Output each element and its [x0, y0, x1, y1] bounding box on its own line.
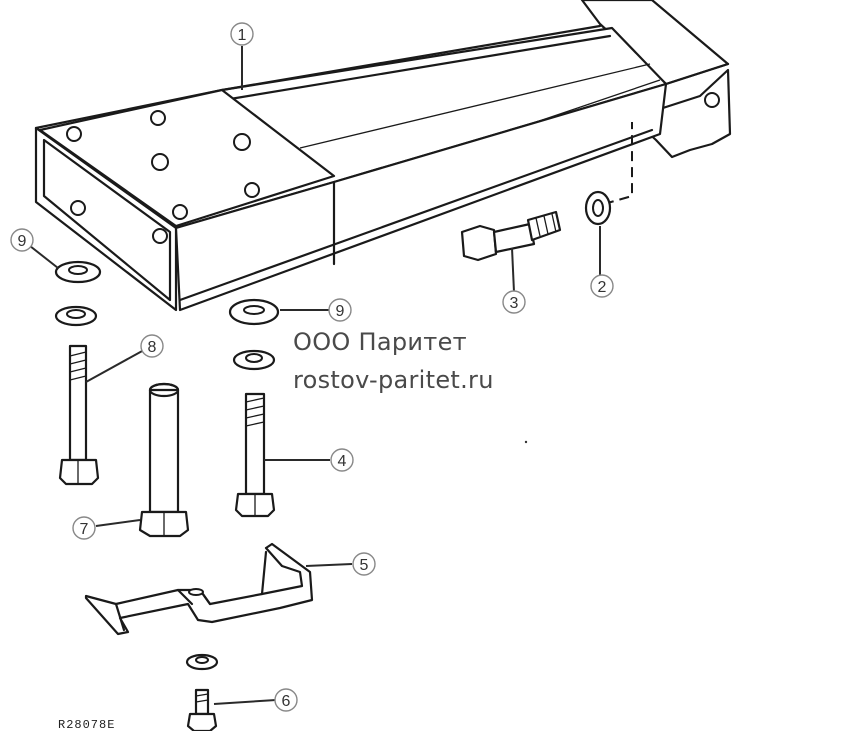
callout-7: 7 — [72, 516, 96, 540]
callout-9-left-label: 9 — [18, 233, 27, 250]
callout-9-left: 9 — [10, 228, 34, 252]
washer-part-2 — [584, 190, 612, 226]
callout-2-label: 2 — [598, 279, 607, 296]
callout-7-label: 7 — [80, 521, 89, 538]
drawing-code: R28078E — [58, 718, 116, 732]
lock-washer-left — [54, 305, 98, 327]
callout-4: 4 — [330, 448, 354, 472]
callout-9-right: 9 — [328, 298, 352, 322]
callout-1: 1 — [230, 22, 254, 46]
assembly-path — [603, 122, 633, 205]
bolt-part-4 — [234, 392, 276, 518]
washer-part-9-right — [228, 298, 280, 326]
callout-8: 8 — [140, 334, 164, 358]
clamp-plate-part-5 — [84, 542, 314, 636]
callout-6: 6 — [274, 688, 298, 712]
bolt-part-7 — [138, 382, 190, 538]
frame-bracket — [34, 0, 732, 312]
callout-8-label: 8 — [148, 339, 157, 356]
lock-washer-bottom — [185, 653, 219, 671]
leader-lines — [29, 46, 601, 705]
callout-3-label: 3 — [510, 295, 519, 312]
screw-part-6 — [186, 688, 218, 731]
callout-6-label: 6 — [282, 693, 291, 710]
bolt-part-8 — [58, 344, 100, 486]
callout-5-label: 5 — [360, 557, 369, 574]
lock-washer-right — [232, 349, 276, 371]
callout-2: 2 — [590, 274, 614, 298]
callout-5: 5 — [352, 552, 376, 576]
stray-dot — [524, 440, 528, 444]
washer-part-9-left — [54, 260, 102, 284]
watermark-site: rostov-paritet.ru — [293, 366, 494, 394]
callout-3: 3 — [502, 290, 526, 314]
callout-1-label: 1 — [238, 27, 247, 44]
callout-9-right-label: 9 — [336, 303, 345, 320]
watermark-company: ООО Паритет — [293, 328, 467, 356]
cap-screw-part-3 — [460, 210, 562, 262]
callout-4-label: 4 — [338, 453, 347, 470]
